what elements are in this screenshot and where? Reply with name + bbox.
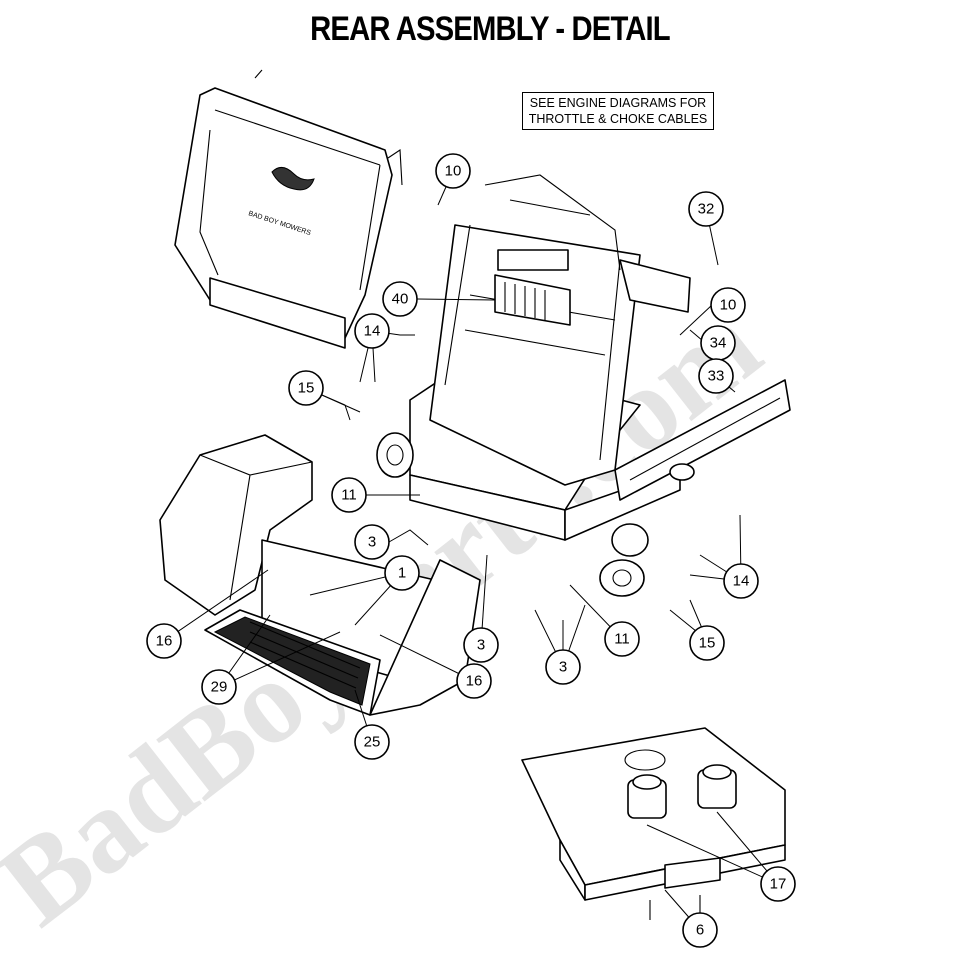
callout-14b: 14 bbox=[723, 563, 759, 599]
svg-text:16: 16 bbox=[156, 633, 173, 650]
svg-text:3: 3 bbox=[368, 534, 376, 551]
right-hubs bbox=[599, 523, 649, 597]
cross-tube bbox=[614, 379, 791, 501]
svg-text:10: 10 bbox=[445, 163, 462, 180]
svg-text:33: 33 bbox=[708, 368, 725, 385]
svg-text:3: 3 bbox=[477, 637, 485, 654]
callout-34: 34 bbox=[700, 325, 736, 361]
svg-text:15: 15 bbox=[298, 380, 315, 397]
callout-11b: 11 bbox=[604, 621, 640, 657]
page-title: REAR ASSEMBLY - DETAIL bbox=[310, 10, 670, 48]
callout-3b: 3 bbox=[463, 627, 499, 663]
callout-3c: 3 bbox=[545, 649, 581, 685]
callout-1: 1 bbox=[384, 555, 420, 591]
svg-text:11: 11 bbox=[614, 631, 630, 648]
callout-40: 40 bbox=[382, 281, 418, 317]
rear-grille bbox=[204, 609, 381, 716]
callout-14a: 14 bbox=[354, 313, 390, 349]
callout-15b: 15 bbox=[689, 625, 725, 661]
svg-text:1: 1 bbox=[398, 565, 406, 582]
cable-note-line2: THROTTLE & CHOKE CABLES bbox=[528, 112, 708, 126]
callout-16a: 16 bbox=[146, 623, 182, 659]
callout-33: 33 bbox=[698, 358, 734, 394]
svg-text:29: 29 bbox=[211, 679, 228, 696]
callout-25: 25 bbox=[354, 724, 390, 760]
cable-note-line1: SEE ENGINE DIAGRAMS FOR bbox=[529, 96, 707, 110]
svg-text:34: 34 bbox=[710, 335, 727, 352]
svg-text:14: 14 bbox=[364, 323, 381, 340]
svg-text:15: 15 bbox=[699, 635, 716, 652]
callout-10a: 10 bbox=[435, 153, 471, 189]
svg-text:14: 14 bbox=[733, 573, 750, 590]
cable-note: SEE ENGINE DIAGRAMS FOR THROTTLE & CHOKE… bbox=[522, 92, 714, 130]
seat: BAD BOY MOWERS bbox=[174, 69, 403, 349]
svg-text:32: 32 bbox=[698, 201, 715, 218]
left-hub bbox=[376, 432, 414, 478]
svg-text:10: 10 bbox=[720, 297, 737, 314]
callout-29: 29 bbox=[201, 669, 237, 705]
svg-text:6: 6 bbox=[696, 922, 704, 939]
callout-6: 6 bbox=[682, 912, 718, 948]
callout-17: 17 bbox=[760, 866, 796, 902]
svg-text:16: 16 bbox=[466, 673, 483, 690]
callout-32: 32 bbox=[688, 191, 724, 227]
svg-text:17: 17 bbox=[770, 876, 787, 893]
svg-text:3: 3 bbox=[559, 659, 567, 676]
callout-11a: 11 bbox=[331, 477, 367, 513]
svg-text:25: 25 bbox=[364, 734, 381, 751]
svg-text:40: 40 bbox=[392, 291, 409, 308]
callout-15a: 15 bbox=[288, 370, 324, 406]
rear-frame bbox=[409, 174, 691, 541]
inset-plate bbox=[521, 727, 786, 920]
callout-16b: 16 bbox=[456, 663, 492, 699]
callout-3a: 3 bbox=[354, 524, 390, 560]
svg-text:11: 11 bbox=[341, 487, 357, 504]
callout-10b: 10 bbox=[710, 287, 746, 323]
